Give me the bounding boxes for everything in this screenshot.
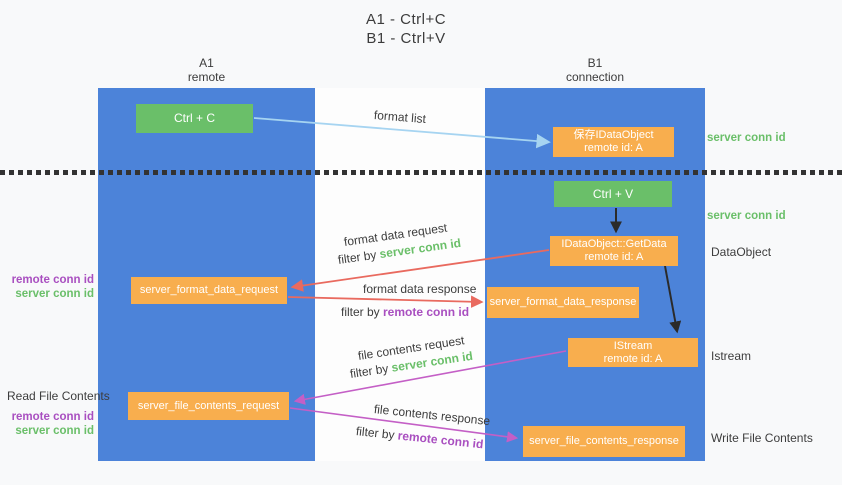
- annotation-write-file-contents: Write File Contents: [711, 431, 813, 445]
- filter-by-text: filter by: [341, 305, 384, 319]
- node-save-idataobject-line2: remote id: A: [584, 142, 643, 154]
- remote-conn-id-text: remote conn id: [383, 305, 470, 319]
- lifeline-header-a1: A1 remote: [98, 56, 315, 84]
- node-idataobject-getdata: IDataObject::GetData remote id: A: [550, 236, 678, 266]
- node-format-response-label: server_format_data_response: [489, 296, 637, 308]
- annotation-server-conn-id-right-2: server conn id: [707, 210, 786, 222]
- annotation-read-file-contents: Read File Contents: [7, 389, 110, 403]
- node-ctrl-c-label: Ctrl + C: [173, 111, 215, 125]
- node-save-idataobject-line1: 保存IDataObject: [573, 129, 654, 141]
- lifeline-a1-sub: remote: [187, 70, 226, 84]
- annotation-dataobject: DataObject: [711, 245, 772, 259]
- node-format-request-label: server_format_data_request: [139, 284, 279, 296]
- lifeline-header-b1: B1 connection: [485, 56, 705, 84]
- node-istream-line2: remote id: A: [603, 352, 663, 365]
- node-ctrl-v: Ctrl + V: [554, 181, 672, 207]
- title-line-1: A1 - Ctrl+C: [365, 11, 447, 28]
- node-server-file-contents-request: server_file_contents_request: [128, 392, 289, 420]
- annotation-remote-conn-id-left-2: remote conn id: [11, 411, 94, 423]
- node-getdata-line1: IDataObject::GetData: [561, 238, 667, 250]
- node-server-file-contents-response: server_file_contents_response: [523, 426, 685, 457]
- node-istream: IStream remote id: A: [568, 338, 698, 367]
- annotation-server-conn-id-left-2: server conn id: [15, 425, 94, 437]
- label-format-data-response: format data response: [363, 282, 477, 296]
- node-save-idataobject: 保存IDataObject remote id: A: [553, 127, 674, 157]
- annotation-istream: Istream: [711, 349, 752, 363]
- annotation-remote-conn-id-left-1: remote conn id: [11, 274, 94, 286]
- annotation-server-conn-id-left-1: server conn id: [15, 288, 94, 300]
- node-getdata-line2: remote id: A: [584, 251, 644, 263]
- node-ctrl-c: Ctrl + C: [136, 104, 253, 133]
- lifeline-b1-sub: connection: [565, 70, 625, 84]
- title-line-2: B1 - Ctrl+V: [366, 30, 446, 47]
- label-filter-by-remote-1: filter by remote conn id: [341, 305, 469, 319]
- node-file-response-label: server_file_contents_response: [529, 435, 679, 447]
- node-file-request-label: server_file_contents_request: [137, 399, 280, 412]
- diagram-title: A1 - Ctrl+C B1 - Ctrl+V: [0, 10, 812, 48]
- lifeline-b1-name: B1: [587, 56, 603, 70]
- annotation-server-conn-id-right-1: server conn id: [707, 132, 786, 144]
- node-server-format-data-response: server_format_data_response: [487, 287, 639, 318]
- node-ctrl-v-label: Ctrl + V: [592, 186, 634, 201]
- node-istream-line1: IStream: [613, 339, 653, 352]
- phase-divider-dotted-line: [0, 170, 842, 175]
- lifeline-a1-name: A1: [199, 56, 214, 70]
- node-server-format-data-request: server_format_data_request: [131, 277, 287, 304]
